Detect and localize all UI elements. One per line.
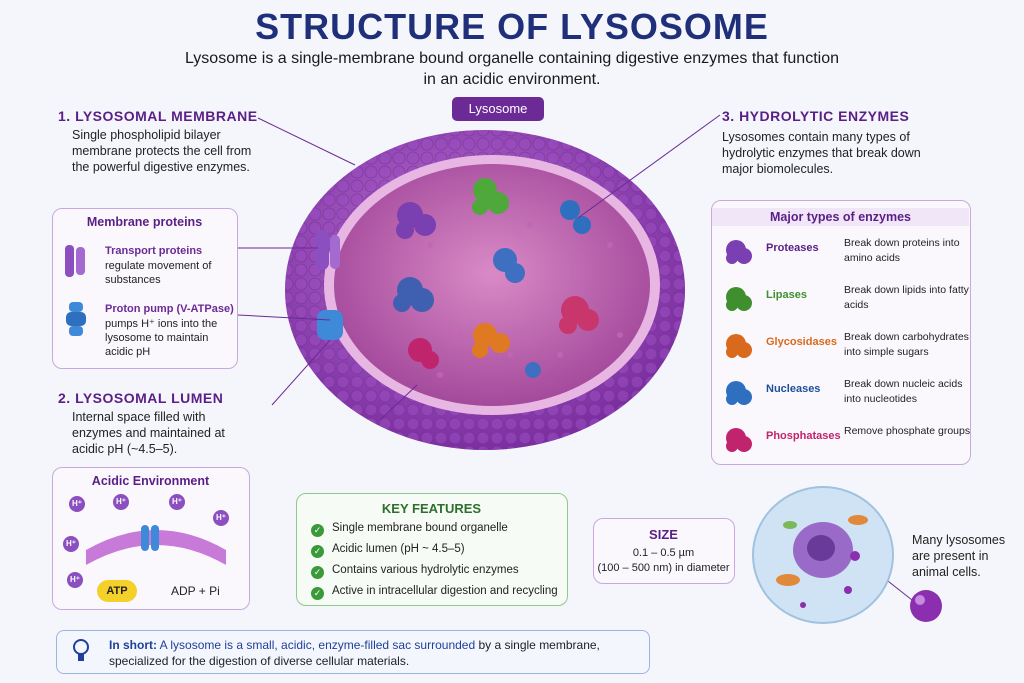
atp-badge: ATP: [97, 580, 137, 602]
lysosome-diagram: [285, 130, 685, 450]
enzyme-name: Nucleases: [766, 383, 821, 395]
phosphatase-enzyme: [408, 338, 439, 369]
feature-item: ✓Active in intracellular digestion and r…: [311, 585, 558, 600]
membrane-arc: [86, 525, 226, 565]
transport-protein-icon: [65, 245, 85, 277]
nuclease-enzyme: [393, 277, 434, 312]
lysosome-label: Lysosome: [452, 97, 544, 121]
feature-item: ✓Acidic lumen (pH ~ 4.5–5): [311, 543, 465, 558]
h-ion-icon: H⁺: [113, 494, 129, 510]
nuclease-enzyme: [493, 248, 525, 283]
enzyme-row-glycosidases: Glycosidases Break down carbohydrates in…: [722, 330, 972, 374]
enzyme-row-lipases: Lipases Break down lipids into fatty aci…: [722, 283, 972, 327]
proton-pump-icon: [66, 302, 86, 336]
cell-note: Many lysosomes are present in animal cel…: [912, 533, 1006, 579]
nuclease-icon: [726, 381, 752, 405]
protease-enzyme: [396, 202, 436, 239]
membrane-text: Single phospholipid bilayer membrane pro…: [72, 128, 252, 174]
size-heading: SIZE: [649, 527, 678, 542]
h-ion-icon: H⁺: [69, 496, 85, 512]
lysosome-zoom: [910, 590, 942, 622]
enzyme-types-heading: Major types of enzymes: [712, 208, 969, 226]
protease-icon: [726, 240, 752, 264]
lumen-text: Internal space filled with enzymes and m…: [72, 410, 225, 456]
key-features-heading: KEY FEATURES: [381, 501, 482, 516]
check-icon: ✓: [311, 566, 324, 579]
acidic-environment-heading: Acidic Environment: [91, 474, 210, 488]
animal-cell-illustration: [752, 486, 942, 624]
h-ion-icon: H⁺: [169, 494, 185, 510]
enzyme-desc: Break down proteins into amino acids: [844, 237, 960, 264]
nuclease-enzyme: [560, 200, 591, 234]
key-features-box: KEY FEATURES ✓Single membrane bound orga…: [296, 493, 568, 606]
enzyme-desc: Break down carbohydrates into simple sug…: [844, 331, 969, 358]
membrane-heading: 1. LYSOSOMAL MEMBRANE: [58, 108, 258, 124]
transport-proteins-name: Transport proteins: [105, 245, 203, 257]
feature-item: ✓Single membrane bound organelle: [311, 522, 508, 537]
glycosidase-enzyme: [472, 323, 510, 358]
summary-text: In short: A lysosome is a small, acidic,…: [109, 637, 639, 669]
enzyme-name: Phosphatases: [766, 430, 841, 442]
proton-pump-icon: [317, 310, 343, 340]
h-ion-icon: H⁺: [213, 510, 229, 526]
proton-pump-desc: pumps H⁺ ions into the lysosome to maint…: [105, 318, 218, 358]
transport-proteins-desc: regulate movement of substances: [105, 260, 212, 286]
glycosidase-icon: [726, 334, 752, 358]
summary-lead: In short:: [109, 638, 157, 652]
check-icon: ✓: [311, 587, 324, 600]
lysosome-in-cell: [850, 551, 860, 561]
enzyme-row-phosphatases: Phosphatases Remove phosphate groups: [722, 424, 972, 468]
enzyme-types-box: Major types of enzymes Proteases Break d…: [711, 200, 971, 465]
enzyme-row-proteases: Proteases Break down proteins into amino…: [722, 236, 972, 280]
summary-part1: A lysosome is a small, acidic, enzyme-fi…: [159, 638, 476, 652]
membrane-proteins-box: Membrane proteins Transport proteins reg…: [52, 208, 238, 369]
lipase-enzyme: [472, 178, 509, 215]
enzyme-desc: Break down nucleic acids into nucleotide…: [844, 378, 963, 405]
page-title: STRUCTURE OF LYSOSOME: [255, 6, 769, 47]
hydrolytic-text: Lysosomes contain many types of hydrolyt…: [722, 130, 921, 176]
enzyme-row-nucleases: Nucleases Break down nucleic acids into …: [722, 377, 972, 421]
phosphatase-enzyme: [559, 296, 599, 334]
acidic-environment-box: Acidic Environment H⁺ H⁺ H⁺ H⁺ H⁺ H⁺ ATP…: [52, 467, 250, 610]
lightbulb-icon: [73, 639, 89, 661]
page-subtitle: Lysosome is a single-membrane bound orga…: [184, 50, 839, 88]
membrane-proteins-heading: Membrane proteins: [86, 215, 203, 229]
lumen-heading: 2. LYSOSOMAL LUMEN: [58, 390, 224, 406]
lipase-icon: [726, 287, 752, 311]
size-box: SIZE 0.1 – 0.5 µm (100 – 500 nm) in diam…: [593, 518, 735, 584]
enzyme-name: Glycosidases: [766, 336, 837, 348]
enzyme-desc: Break down lipids into fatty acids: [844, 284, 969, 311]
adp-label: ADP + Pi: [171, 584, 220, 598]
hydrolytic-heading: 3. HYDROLYTIC ENZYMES: [722, 108, 910, 124]
check-icon: ✓: [311, 545, 324, 558]
feature-item: ✓Contains various hydrolytic enzymes: [311, 564, 519, 579]
enzyme-name: Proteases: [766, 242, 819, 254]
size-range: 0.1 – 0.5 µm: [632, 547, 695, 559]
proton-pump-name: Proton pump (V-ATPase): [105, 303, 234, 315]
summary-part2: by a single membrane, specialized for th…: [109, 638, 600, 668]
check-icon: ✓: [311, 524, 324, 537]
phosphatase-icon: [726, 428, 752, 452]
transport-protein-icon: [315, 230, 329, 270]
enzyme-name: Lipases: [766, 289, 807, 301]
h-ion-icon: H⁺: [63, 536, 79, 552]
h-ion-icon: H⁺: [67, 572, 83, 588]
enzyme-desc: Remove phosphate groups: [844, 425, 971, 437]
size-diameter: (100 – 500 nm) in diameter: [597, 562, 730, 574]
summary-box: In short: A lysosome is a small, acidic,…: [56, 630, 650, 674]
nuclease-enzyme: [525, 362, 541, 378]
